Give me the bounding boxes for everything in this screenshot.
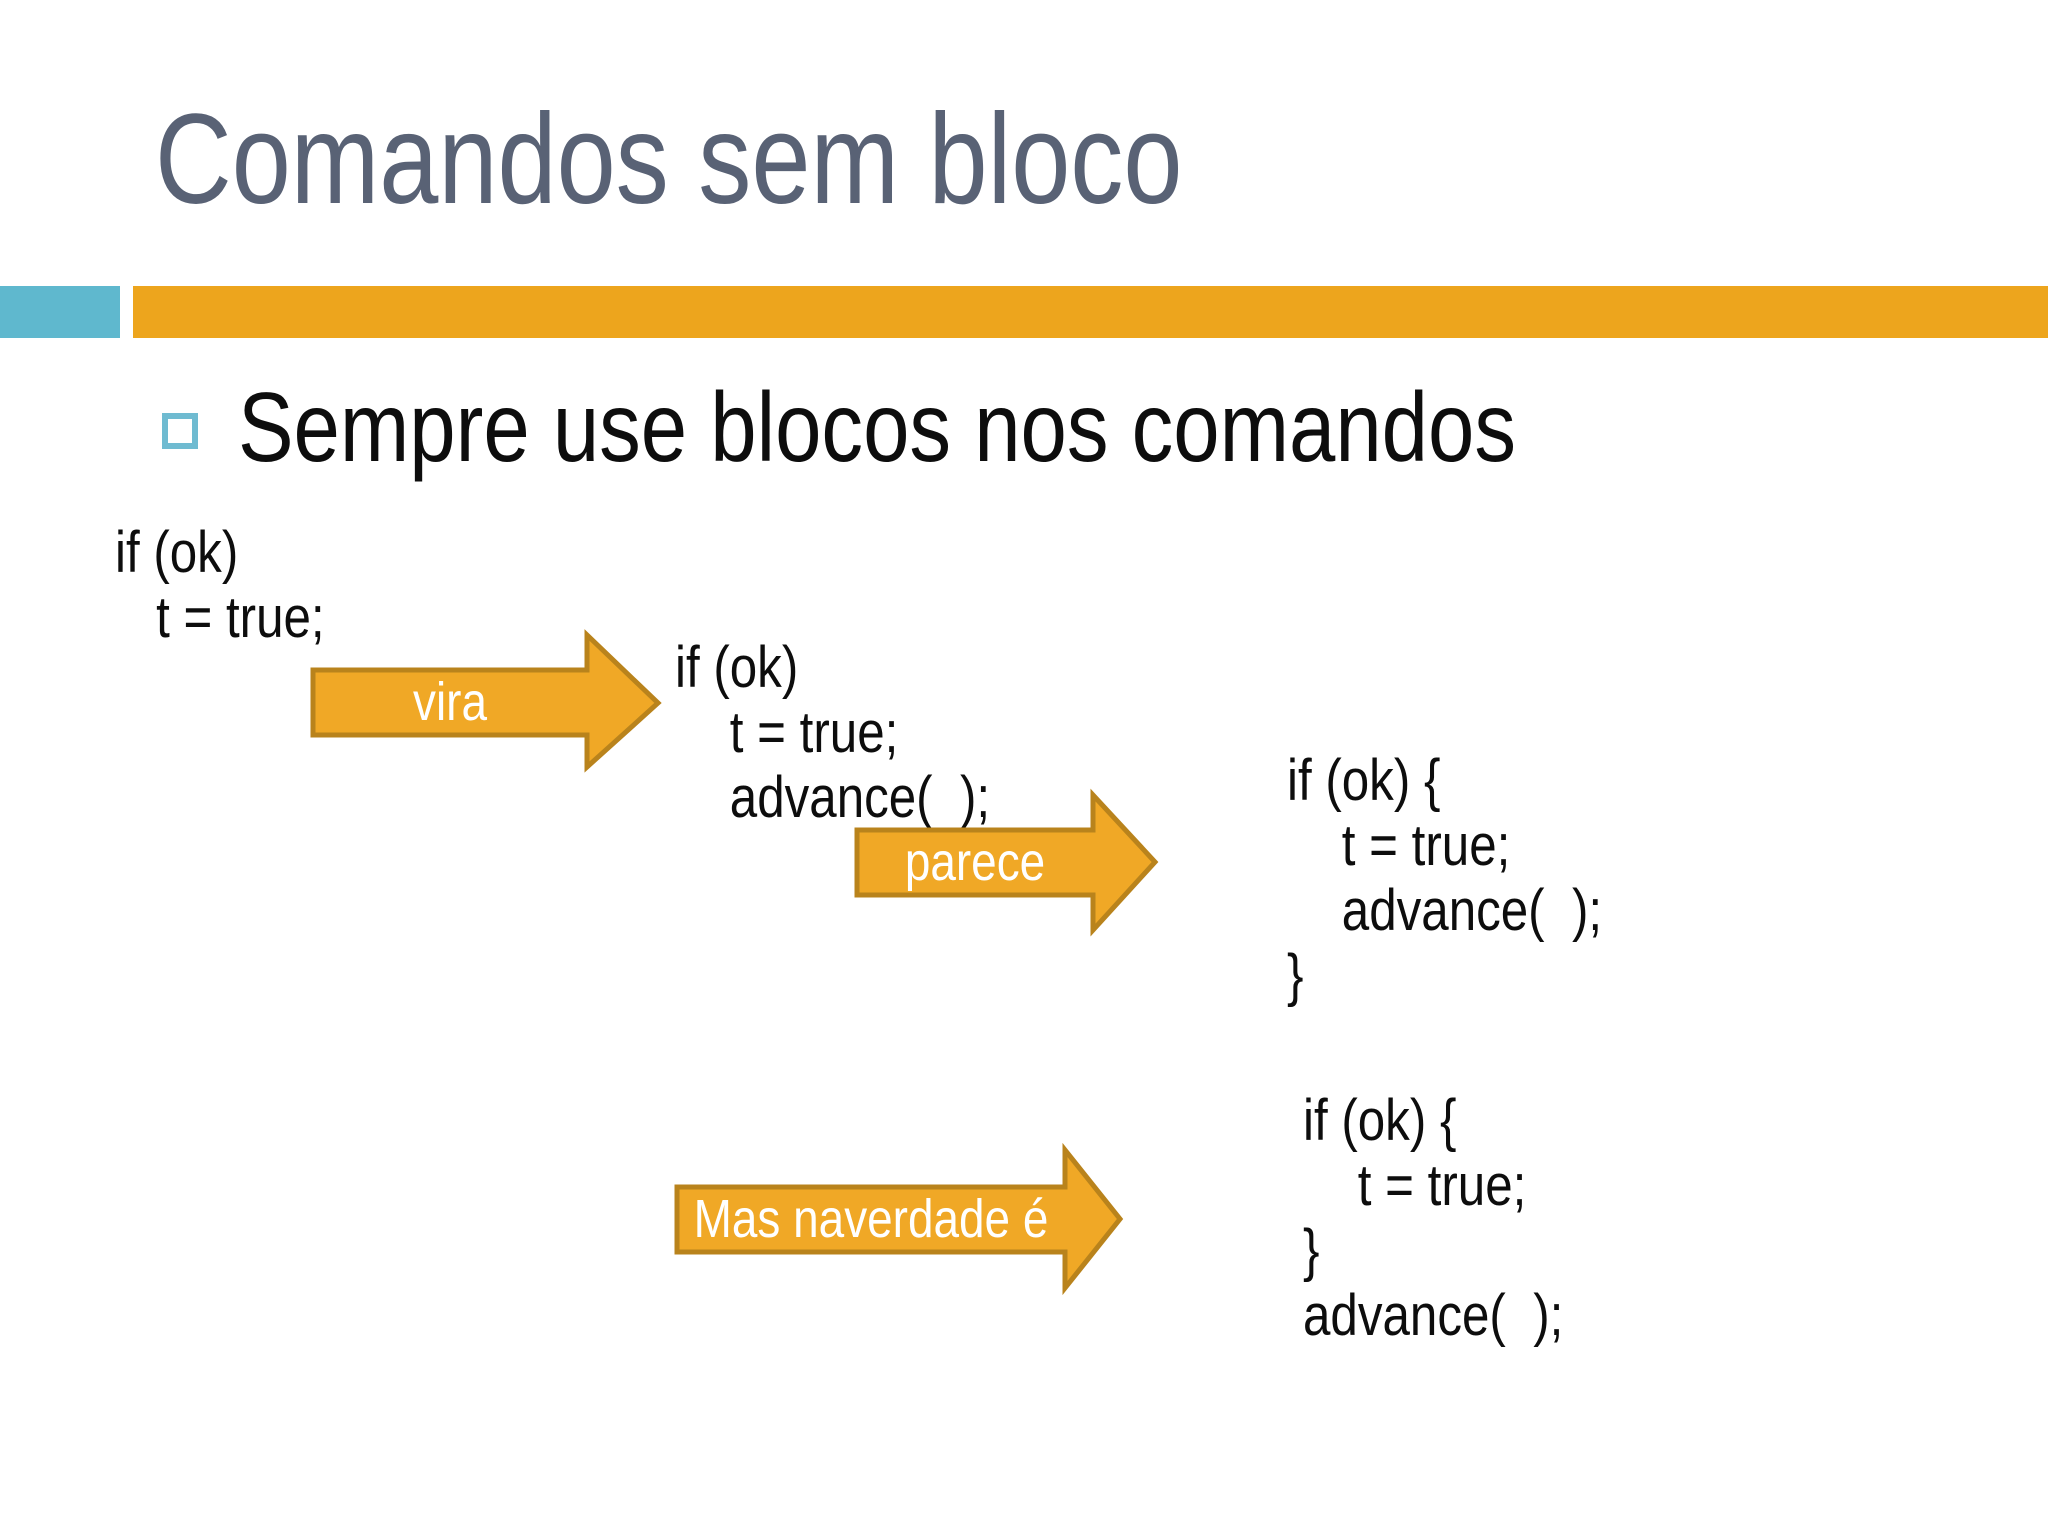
code-line: t = true; xyxy=(675,700,899,765)
code-line: if (ok) xyxy=(675,635,799,700)
code-line: advance( ); xyxy=(1287,878,1603,943)
code-line: advance( ); xyxy=(675,765,991,830)
code-line: if (ok) { xyxy=(1287,748,1441,813)
code-line: if (ok) xyxy=(115,520,239,585)
code-line: } xyxy=(1303,1218,1320,1283)
code-line: t = true; xyxy=(115,585,325,650)
slide-title: Comandos sem bloco xyxy=(155,88,1183,231)
arrow-parece-label: parece xyxy=(904,832,1046,892)
arrow-truth xyxy=(674,1142,1124,1296)
code-block-in-truth: if (ok) { t = true; } advance( ); xyxy=(1303,1088,1563,1348)
arrow-parece xyxy=(854,788,1159,937)
accent-bar-blue xyxy=(0,286,120,338)
arrow-vira xyxy=(310,629,662,773)
accent-bar-orange xyxy=(133,286,2048,338)
right-arrow-icon xyxy=(310,629,662,773)
arrow-vira-label: vira xyxy=(413,672,487,732)
code-line: advance( ); xyxy=(1303,1283,1564,1348)
code-block-original: if (ok) t = true; xyxy=(115,520,325,650)
code-block-after-vira: if (ok) t = true; advance( ); xyxy=(675,635,990,830)
right-arrow-icon xyxy=(854,788,1159,937)
code-line: t = true; xyxy=(1287,813,1511,878)
code-line: if (ok) { xyxy=(1303,1088,1457,1153)
right-arrow-icon xyxy=(674,1142,1124,1296)
bullet-square-icon xyxy=(162,413,198,449)
code-block-looks-like: if (ok) { t = true; advance( ); } xyxy=(1287,748,1602,1008)
bullet-text: Sempre use blocos nos comandos xyxy=(238,372,1516,482)
arrow-truth-label: Mas naverdade é xyxy=(693,1189,1049,1249)
code-line: } xyxy=(1287,943,1304,1008)
code-line: t = true; xyxy=(1303,1153,1527,1218)
